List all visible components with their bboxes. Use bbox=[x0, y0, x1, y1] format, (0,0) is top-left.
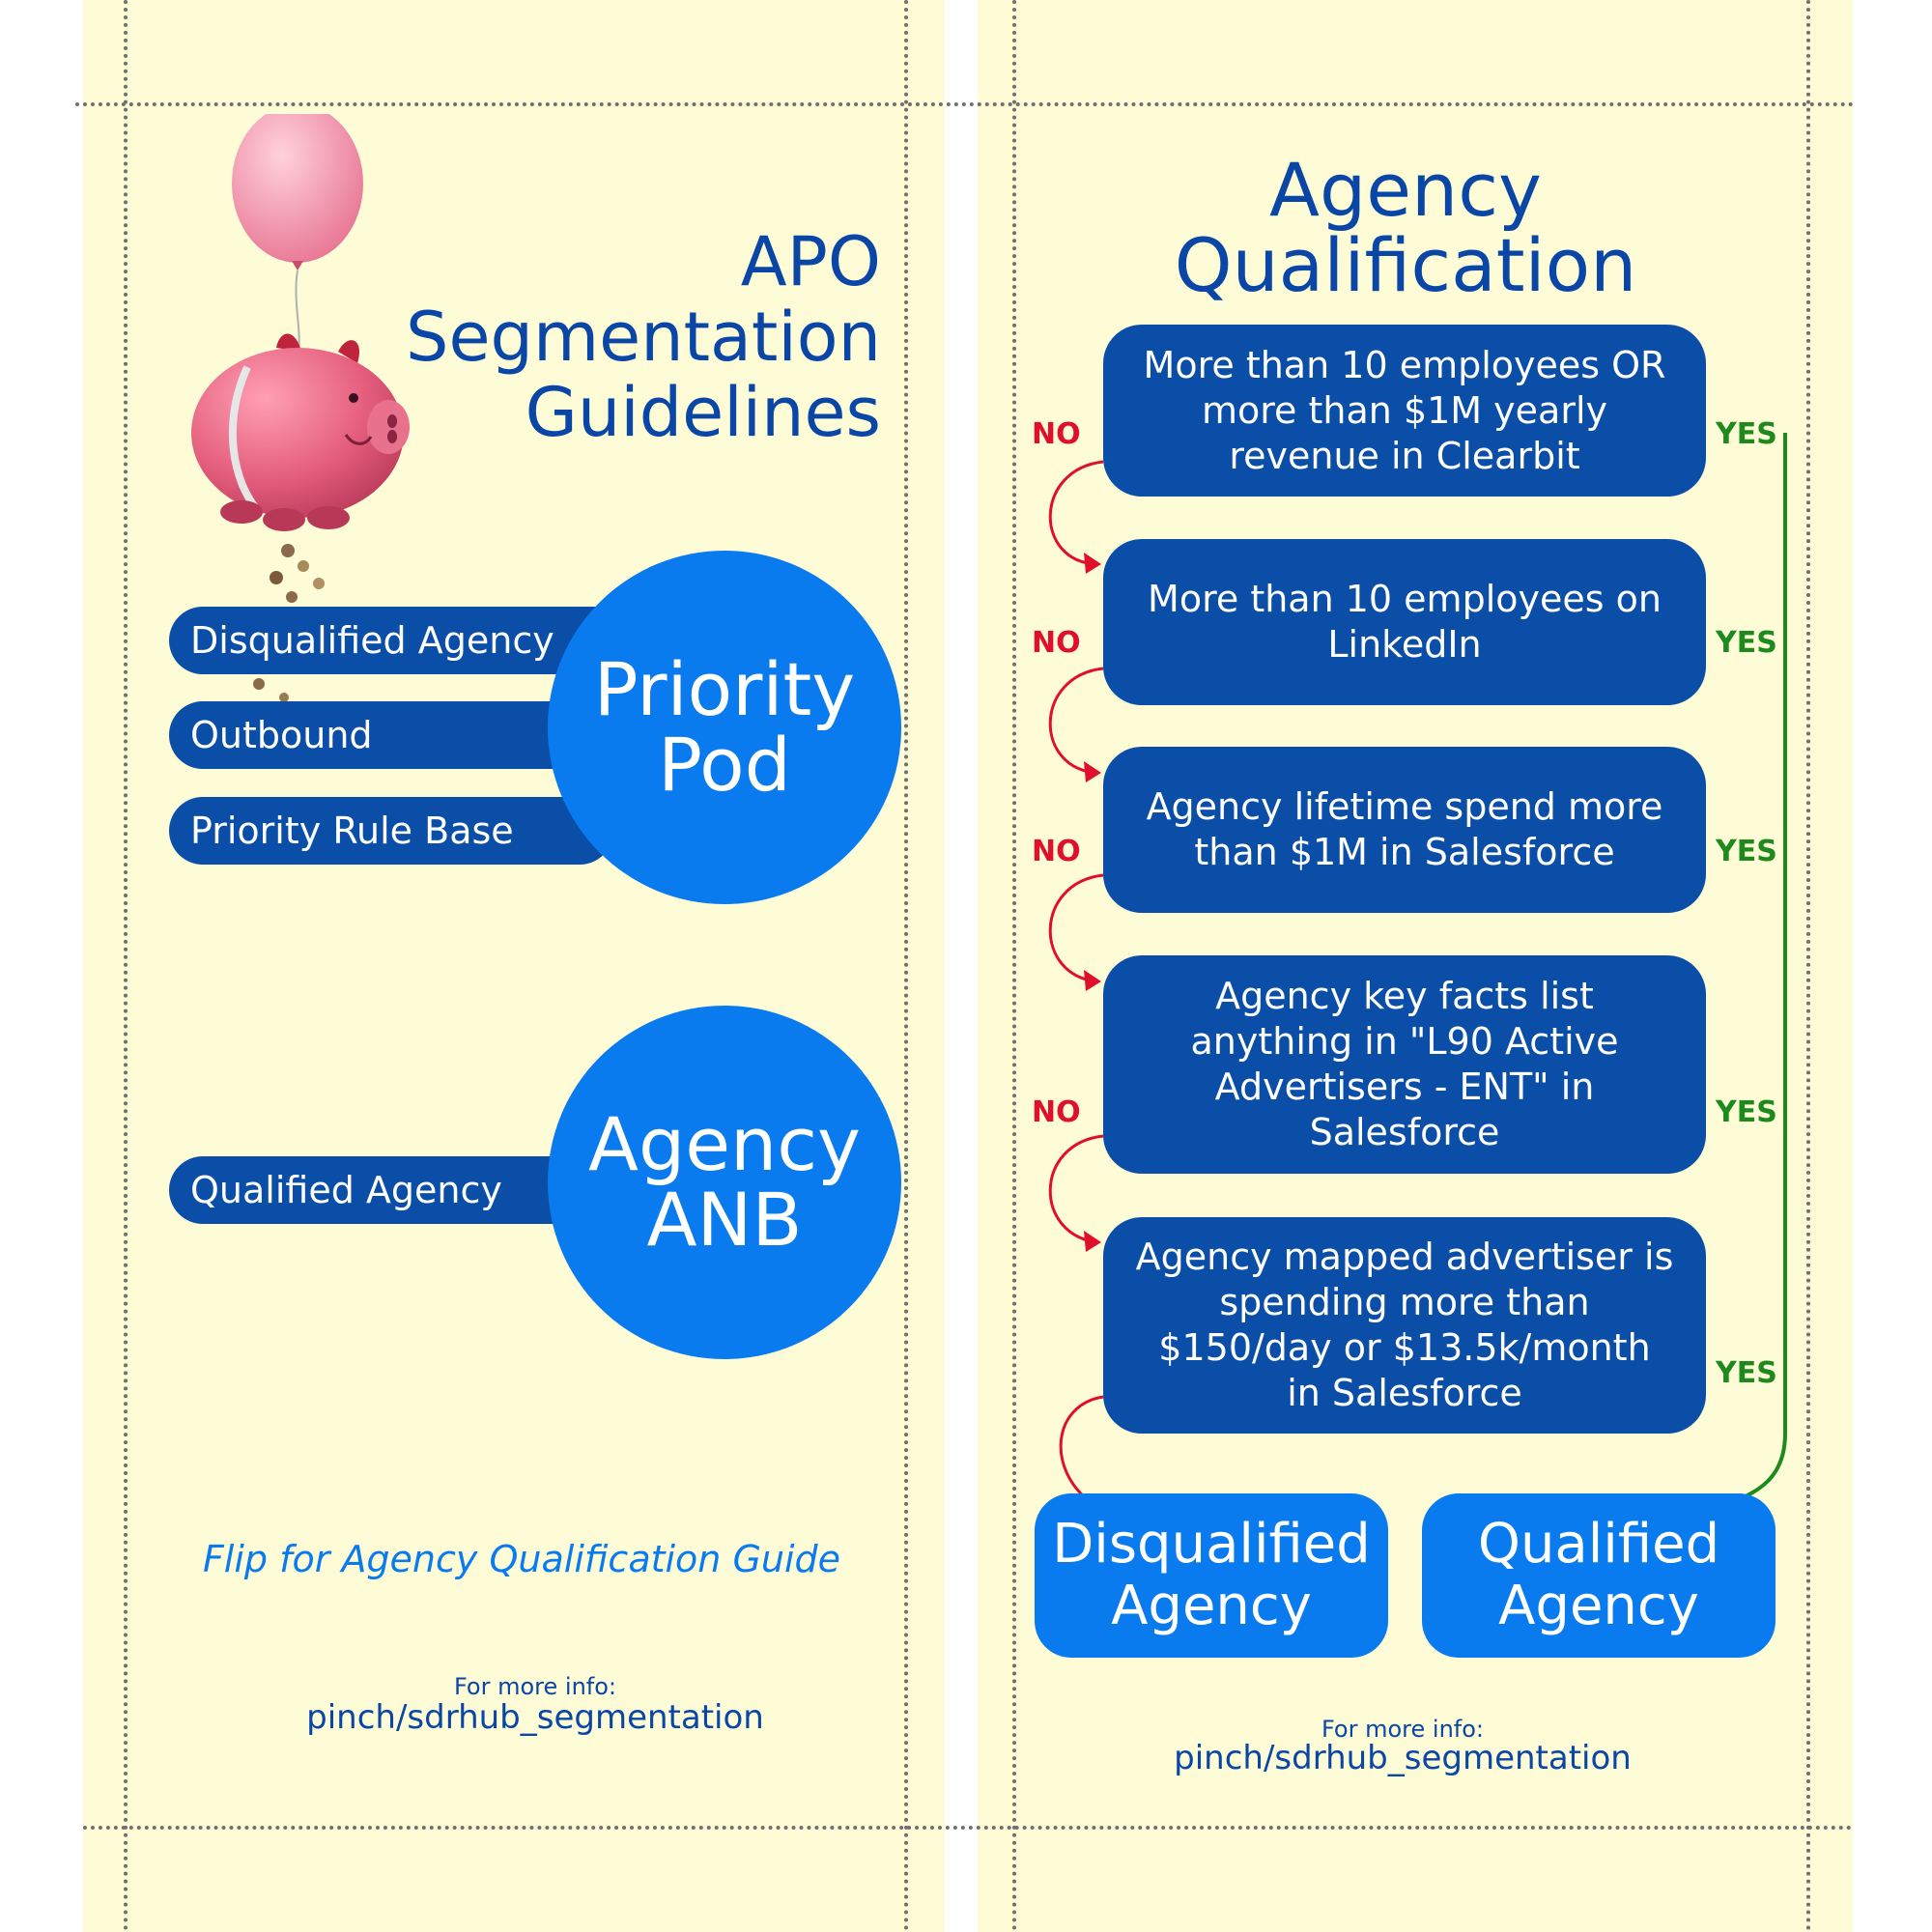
pill-outbound: Outbound bbox=[169, 701, 594, 769]
title-line: Agency bbox=[1269, 147, 1542, 233]
criterion-line: in Salesforce bbox=[1287, 1372, 1522, 1414]
cut-line-left-inner bbox=[904, 0, 908, 1932]
criterion-line: More than 10 employees OR bbox=[1143, 343, 1666, 386]
outcome-line: Agency bbox=[1111, 1575, 1312, 1637]
arrowhead-icon bbox=[1084, 1231, 1101, 1252]
no-arrow bbox=[1048, 1134, 1104, 1244]
criterion-box-1: More than 10 employees OR more than $1M … bbox=[1103, 325, 1706, 497]
yes-line bbox=[1722, 433, 1787, 1507]
title-line: Qualification bbox=[1174, 222, 1637, 308]
title-line: APO bbox=[740, 222, 881, 301]
agency-anb-circle: Agency ANB bbox=[548, 1006, 901, 1359]
criterion-box-2: More than 10 employees on LinkedIn bbox=[1103, 539, 1706, 705]
arrowhead-icon bbox=[1084, 761, 1101, 782]
cut-line-bottom bbox=[83, 1826, 1853, 1830]
criterion-line: More than 10 employees on bbox=[1148, 578, 1662, 620]
circle-line: Agency bbox=[588, 1101, 861, 1187]
circle-line: Pod bbox=[658, 722, 791, 808]
criterion-line: more than $1M yearly bbox=[1202, 388, 1607, 432]
criterion-line: spending more than bbox=[1219, 1281, 1590, 1323]
criterion-line: Agency key facts list bbox=[1215, 975, 1594, 1017]
yes-label: YES bbox=[1716, 835, 1777, 868]
page-title: APO Segmentation Guidelines bbox=[406, 224, 881, 450]
title-line: Segmentation bbox=[406, 298, 881, 377]
criterion-line: revenue in Clearbit bbox=[1229, 434, 1580, 477]
criterion-line: Agency mapped advertiser is bbox=[1135, 1236, 1674, 1278]
circle-line: Priority bbox=[593, 646, 856, 732]
pill-qualified-agency: Qualified Agency bbox=[169, 1156, 594, 1224]
more-info-label: For more info: bbox=[1321, 1716, 1485, 1743]
more-info-link[interactable]: pinch/sdrhub_segmentation bbox=[306, 1698, 764, 1737]
circle-line: ANB bbox=[646, 1177, 803, 1263]
outcome-line: Disqualified bbox=[1052, 1513, 1371, 1576]
no-label: NO bbox=[1032, 835, 1081, 868]
cut-line-left-outer bbox=[124, 0, 128, 1932]
criterion-line: anything in "L90 Active bbox=[1190, 1020, 1619, 1063]
outcome-qualified-agency: Qualified Agency bbox=[1422, 1493, 1776, 1658]
criterion-line: LinkedIn bbox=[1327, 623, 1482, 666]
flowchart-title: Agency Qualification bbox=[1101, 153, 1710, 303]
flip-note: Flip for Agency Qualification Guide bbox=[202, 1538, 841, 1580]
outcome-disqualified-agency: Disqualified Agency bbox=[1035, 1493, 1388, 1658]
more-info-label: For more info: bbox=[453, 1673, 617, 1700]
no-arrow bbox=[1048, 460, 1104, 566]
piggy-bank-with-balloon-icon bbox=[191, 114, 410, 702]
no-label: NO bbox=[1032, 626, 1081, 660]
outcome-line: Qualified bbox=[1477, 1513, 1720, 1576]
priority-pod-circle: Priority Pod bbox=[548, 551, 901, 904]
criterion-box-4: Agency key facts list anything in "L90 A… bbox=[1103, 955, 1706, 1174]
yes-label: YES bbox=[1716, 417, 1777, 451]
pill-priority-rule-base: Priority Rule Base bbox=[169, 797, 613, 865]
left-panel bbox=[83, 0, 945, 1932]
criterion-line: than $1M in Salesforce bbox=[1194, 831, 1615, 873]
title-line: Guidelines bbox=[525, 373, 881, 452]
arrowhead-icon bbox=[1084, 553, 1101, 574]
criterion-line: $150/day or $13.5k/month bbox=[1158, 1326, 1651, 1369]
criterion-line: Agency lifetime spend more bbox=[1146, 785, 1663, 828]
no-label: NO bbox=[1032, 1095, 1081, 1129]
more-info-link[interactable]: pinch/sdrhub_segmentation bbox=[1174, 1739, 1632, 1777]
criterion-box-5: Agency mapped advertiser is spending mor… bbox=[1103, 1217, 1706, 1434]
no-arrow bbox=[1048, 667, 1104, 775]
yes-label: YES bbox=[1716, 626, 1777, 660]
pill-disqualified-agency: Disqualified Agency bbox=[169, 607, 633, 674]
no-arrow bbox=[1059, 1395, 1104, 1505]
criterion-line: Advertisers - ENT" in bbox=[1214, 1065, 1595, 1108]
outcome-line: Agency bbox=[1498, 1575, 1699, 1637]
criterion-line: Salesforce bbox=[1309, 1111, 1500, 1153]
cut-line-top bbox=[75, 102, 1855, 106]
arrowhead-icon bbox=[1084, 970, 1101, 991]
criterion-box-3: Agency lifetime spend more than $1M in S… bbox=[1103, 747, 1706, 913]
yes-label: YES bbox=[1716, 1356, 1777, 1390]
cut-line-right-outer bbox=[1806, 0, 1810, 1932]
no-arrow bbox=[1048, 873, 1104, 983]
cut-line-right-inner bbox=[1012, 0, 1016, 1932]
no-label: NO bbox=[1032, 417, 1081, 451]
yes-label: YES bbox=[1716, 1095, 1777, 1129]
